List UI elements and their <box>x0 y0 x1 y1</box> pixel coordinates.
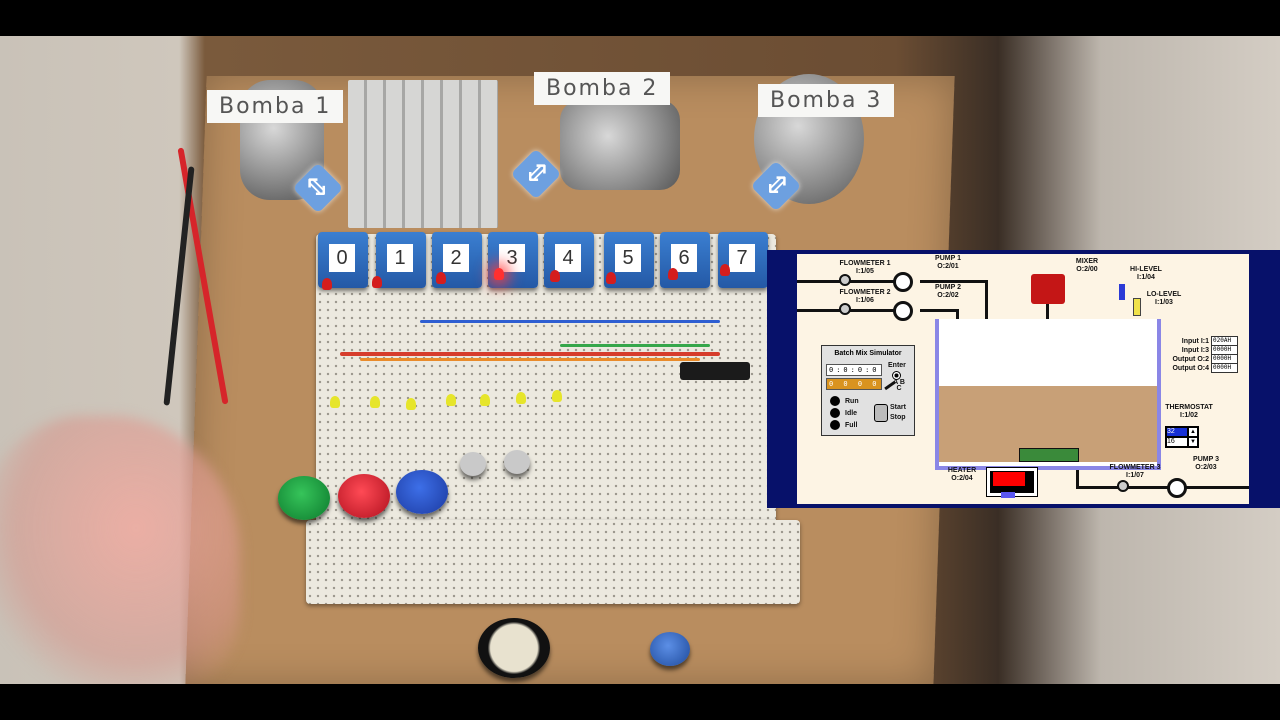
pump-motor-2 <box>560 100 680 190</box>
lo-level-sensor-icon <box>1133 298 1141 316</box>
start-stop-switch-icon[interactable] <box>874 404 888 422</box>
input-led <box>406 398 416 410</box>
counter-display: 0:0:0:0 <box>826 364 882 376</box>
relay-5: 5 <box>604 232 654 288</box>
relay-7: 7 <box>718 232 768 288</box>
io-row-label: Output O:2 <box>1172 356 1209 363</box>
simulator-title: Batch Mix Simulator <box>834 350 902 357</box>
run-indicator <box>830 396 840 406</box>
counter-display-orange: 0 0 0 0 <box>826 378 882 390</box>
io-row-label: Input I:1 <box>1181 338 1209 345</box>
pump1-icon <box>893 272 913 292</box>
motor-label-3: Bomba 3 <box>758 84 895 117</box>
round-sensor <box>478 618 550 678</box>
pipe <box>1076 464 1079 488</box>
thermostat-value: 16 <box>1167 438 1187 446</box>
idle-label: Idle <box>845 410 858 417</box>
hi-level-sensor-icon <box>1119 284 1125 300</box>
start-button[interactable]: Start <box>890 404 906 411</box>
idle-indicator <box>830 408 840 418</box>
motor-label-1: Bomba 1 <box>207 90 344 123</box>
motor-label-2: Bomba 2 <box>534 72 671 105</box>
stop-button[interactable]: Stop <box>890 414 906 421</box>
terminal-block <box>348 80 498 228</box>
wire-red <box>340 352 720 356</box>
pipe <box>920 280 988 283</box>
io-row-label: Output O:4 <box>1172 365 1209 372</box>
toggle-switch[interactable] <box>504 450 530 474</box>
relay-led <box>436 272 446 284</box>
mixer-motor <box>1031 274 1065 304</box>
flowmeter3-icon <box>1117 480 1129 492</box>
flowmeter1-icon <box>839 274 851 286</box>
pipe <box>1076 486 1249 489</box>
relay-4: 4 <box>544 232 594 288</box>
run-label: Run <box>845 398 859 405</box>
relay-led <box>550 270 560 282</box>
pump2-icon <box>893 301 913 321</box>
relay-1: 1 <box>376 232 426 288</box>
relay-0: 0 <box>318 232 368 288</box>
toggle-switch[interactable] <box>460 452 486 476</box>
blue-push-button[interactable] <box>396 470 448 514</box>
enter-indicator-icon <box>892 371 901 380</box>
full-indicator <box>830 420 840 430</box>
relay-led-lit <box>494 268 504 280</box>
batch-mix-simulator-panel: Batch Mix Simulator 0:0:0:0 0 0 0 0 Ente… <box>821 345 915 436</box>
wire-black-lead <box>163 166 195 406</box>
thermostat-control[interactable]: 32 16 ▲ ▼ <box>1165 426 1199 448</box>
heater-element <box>993 472 1025 486</box>
relay-3: 3 <box>488 232 538 288</box>
thermostat-setpoint: 32 <box>1167 428 1187 436</box>
input-led <box>552 390 562 402</box>
mixer-blade <box>1019 448 1079 462</box>
relay-led <box>372 276 382 288</box>
input-led <box>516 392 526 404</box>
io-row-label: Input I:3 <box>1181 347 1209 354</box>
wire-blue <box>420 320 720 323</box>
hand-blur <box>0 416 240 684</box>
enter-button[interactable]: Enter <box>888 362 906 369</box>
input-led <box>370 396 380 408</box>
relay-led <box>720 264 730 276</box>
ic-chip <box>680 362 750 380</box>
relay-2: 2 <box>432 232 482 288</box>
abc-selector[interactable]: A B C <box>893 379 905 392</box>
green-push-button[interactable] <box>278 476 330 520</box>
pump3-icon <box>1167 478 1187 498</box>
input-led <box>330 396 340 408</box>
relay-led <box>668 268 678 280</box>
heater-indicator <box>1001 492 1015 498</box>
red-push-button[interactable] <box>338 474 390 518</box>
pipe <box>920 309 958 312</box>
input-led <box>446 394 456 406</box>
relay-led <box>322 278 332 290</box>
wire-green <box>560 344 710 347</box>
full-label: Full <box>845 422 858 429</box>
spinner-down-icon[interactable]: ▼ <box>1189 438 1197 446</box>
input-led <box>480 394 490 406</box>
relay-6: 6 <box>660 232 710 288</box>
relay-led <box>606 272 616 284</box>
io-row-value: 0000H <box>1211 363 1238 373</box>
wire-orange <box>360 358 700 361</box>
breadboard-bottom <box>306 520 800 604</box>
flowmeter2-icon <box>839 303 851 315</box>
spinner-up-icon[interactable]: ▲ <box>1189 428 1197 436</box>
small-blue-button[interactable] <box>650 632 690 666</box>
